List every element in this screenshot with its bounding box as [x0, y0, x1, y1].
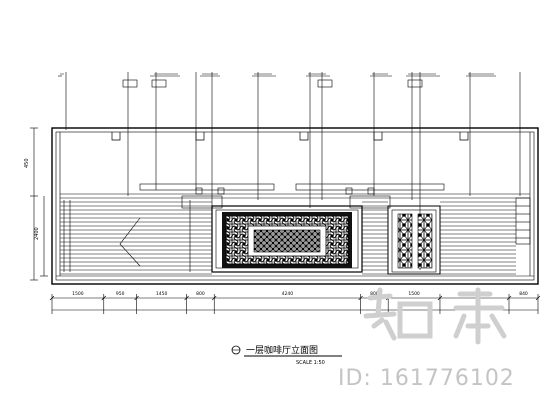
left-dimension: [30, 127, 48, 281]
left-panel-detail: [63, 200, 191, 272]
dim-bottom-label: 840: [519, 291, 528, 297]
dim-bottom-label: 1450: [156, 291, 168, 297]
dim-bottom-label: 4240: [282, 291, 294, 297]
dim-bottom-label: 1500: [72, 291, 84, 297]
right-cabinet: [515, 197, 531, 245]
drawing-title-block: [231, 345, 342, 357]
door-panel: [387, 205, 441, 275]
callout-tags: [122, 79, 423, 88]
dim-bottom-label: 1500: [408, 291, 420, 297]
dim-bottom-label: 800: [370, 291, 379, 297]
watermark-id: ID: 161776102: [338, 366, 515, 391]
ornamental-screen: [181, 195, 391, 273]
dim-bottom-label: 950: [116, 291, 125, 297]
top-leader-lines: [58, 72, 521, 270]
wall-outline: [51, 127, 539, 285]
dim-left-1: 450: [24, 158, 30, 168]
bottom-dimension-chain: [49, 294, 541, 314]
drawing-title: 一层咖啡厅立面图: [246, 344, 318, 356]
watermark-logo: [363, 287, 507, 345]
dim-bottom-label: 800: [196, 291, 205, 297]
drawing-scale: SCALE 1:50: [296, 360, 325, 366]
ceiling-drops: [111, 132, 469, 141]
soffit-strips: [60, 183, 530, 199]
dim-left-2: 2400: [34, 227, 40, 240]
